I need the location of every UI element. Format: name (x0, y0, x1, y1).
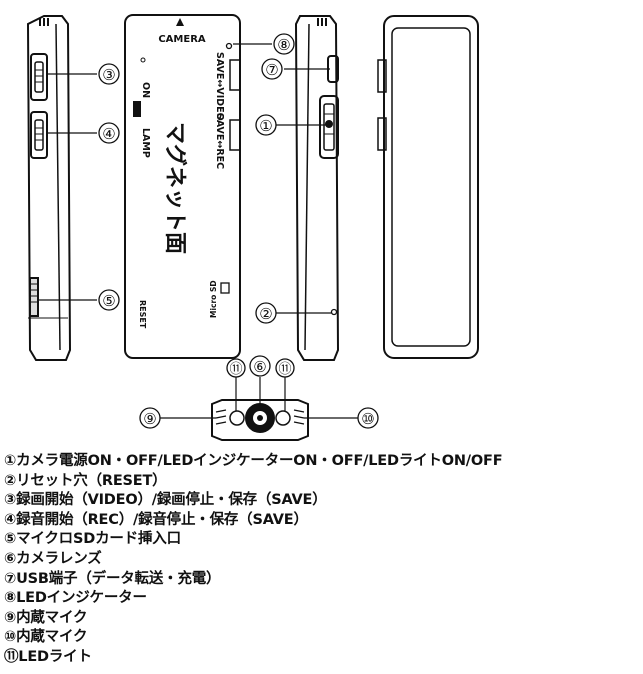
device-diagram: CAMERA マグネット面 SAVE↔VIDEO SAVE↔REC ON LAM… (26, 14, 479, 441)
callout-9: ⑨ (143, 410, 156, 428)
callout-5: ⑤ (102, 292, 115, 310)
legend-item: ④録音開始（REC）/録音停止・保存（SAVE） (4, 511, 308, 528)
camera-label: CAMERA (158, 34, 206, 45)
magnet-face-label: マグネット面 (162, 122, 188, 254)
legend-item: ⑥カメラレンズ (4, 550, 102, 567)
legend-item: ①カメラ電源ON・OFF/LEDインジケーターON・OFF/LEDライトON/O… (4, 453, 503, 469)
lamp-label: LAMP (140, 128, 151, 158)
legend-item: ②リセット穴（RESET） (4, 472, 167, 489)
save-video-label: SAVE↔VIDEO (214, 52, 225, 121)
back-view (377, 15, 479, 359)
top-view (211, 399, 309, 441)
led-light-right (275, 410, 291, 426)
legend-item: ⑨内蔵マイク (4, 609, 88, 626)
legend-item: ⑦USB端子（データ転送・充電） (4, 570, 221, 587)
callout-3: ③ (102, 66, 115, 84)
save-rec-label: SAVE↔REC (214, 113, 225, 169)
power-switch (319, 95, 339, 159)
video-switch-left (30, 53, 48, 101)
right-side-view (294, 15, 340, 361)
callout-11-left: ⑪ (229, 362, 242, 377)
led-light-left (229, 410, 245, 426)
callout-7: ⑦ (265, 61, 278, 79)
callout-11-right: ⑪ (278, 362, 291, 377)
legend-item: ⑤マイクロSDカード挿入口 (4, 531, 181, 548)
callout-8: ⑧ (277, 36, 290, 54)
legend-item: ⑧LEDインジケーター (4, 590, 147, 607)
sd-slot (29, 277, 39, 317)
on-label: ON (140, 82, 151, 98)
legend-item: ⑩内蔵マイク (4, 629, 88, 646)
legend-item: ⑪LEDライト (4, 648, 92, 665)
callout-10: ⑩ (361, 410, 374, 428)
callout-2: ② (259, 305, 272, 323)
callout-1: ① (259, 117, 272, 135)
callout-4: ④ (102, 125, 115, 143)
left-side-view (26, 15, 72, 361)
callout-6: ⑥ (253, 358, 266, 376)
legend-list: ①カメラ電源ON・OFF/LEDインジケーターON・OFF/LEDライトON/O… (4, 452, 640, 668)
front-view (124, 14, 241, 359)
legend-item: ③録画開始（VIDEO）/録画停止・保存（SAVE） (4, 492, 327, 509)
reset-label: RESET (138, 300, 147, 329)
micro-sd-label: Micro SD (209, 280, 218, 318)
reset-hole (330, 308, 338, 316)
rec-switch-left (30, 111, 48, 159)
